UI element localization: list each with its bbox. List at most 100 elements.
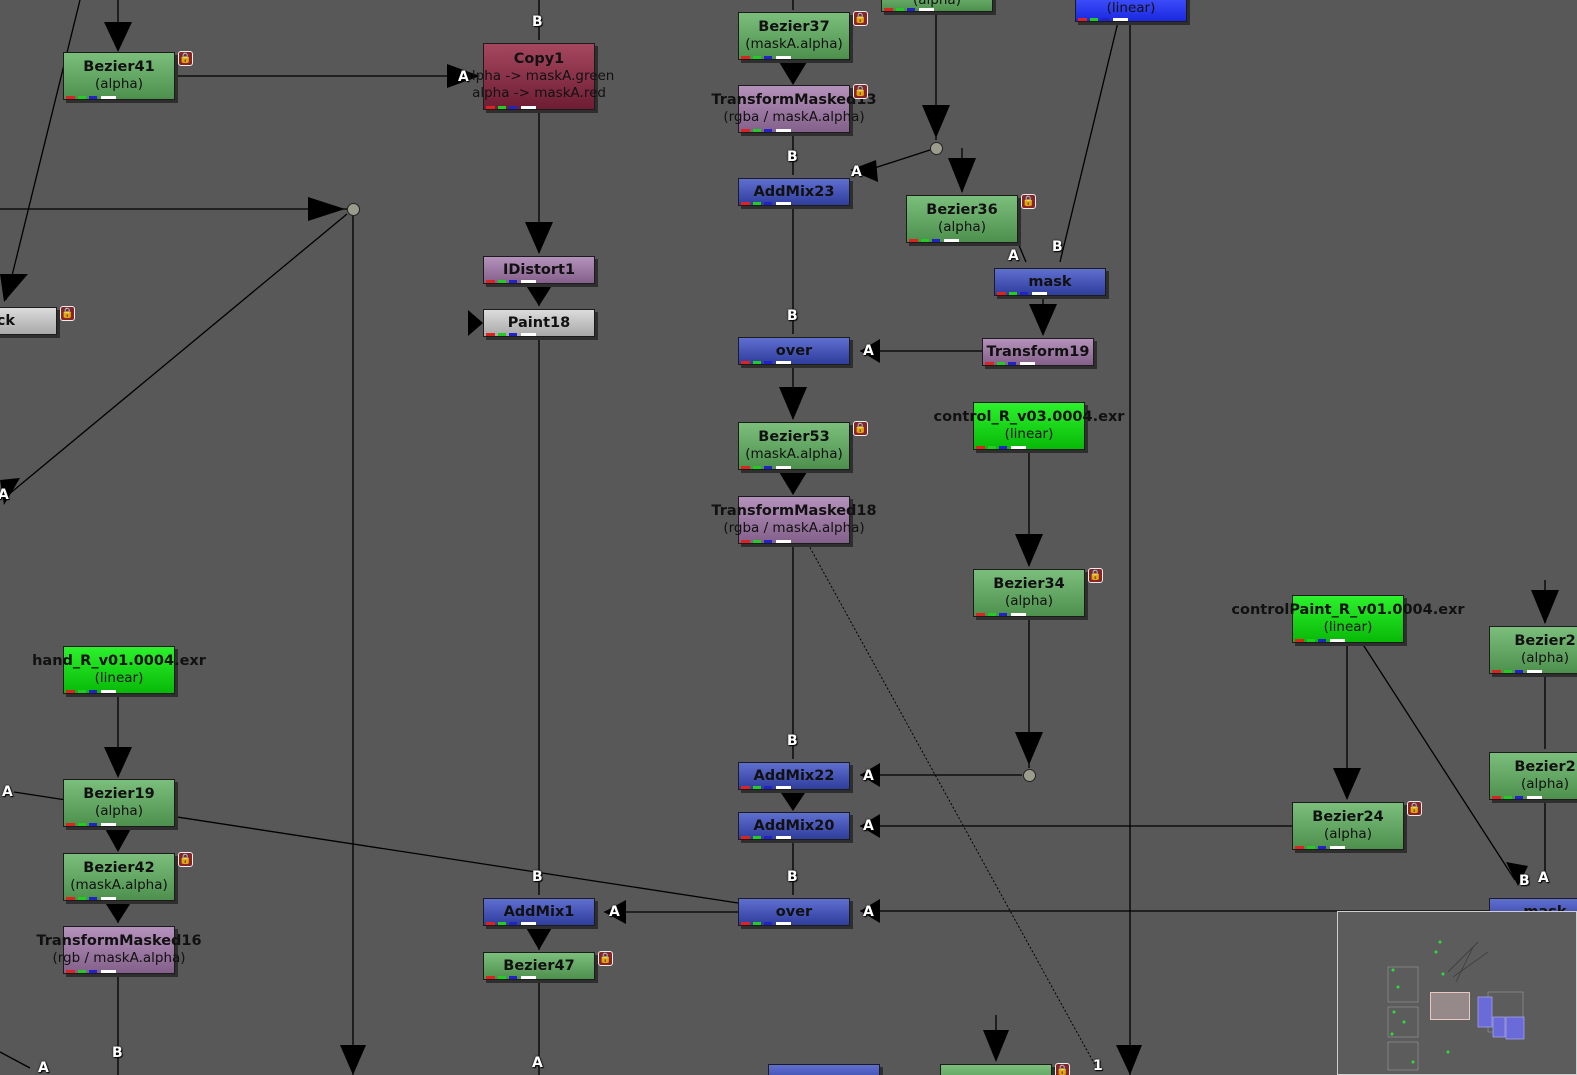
- channel-indicator: [741, 466, 791, 469]
- node-title: TransformMasked18: [711, 503, 877, 519]
- node-addmix20[interactable]: AddMix20: [738, 812, 850, 840]
- node-title: Bezier34: [993, 576, 1065, 592]
- input-label[interactable]: A: [863, 343, 874, 359]
- node-bezier53[interactable]: Bezier53(maskA.alpha): [738, 422, 850, 470]
- node-title: Bezier2: [1514, 759, 1576, 775]
- lock-icon: 🔒: [853, 421, 868, 436]
- dot-node[interactable]: [1023, 769, 1036, 782]
- input-label[interactable]: A: [863, 818, 874, 834]
- node-bottom-green[interactable]: [940, 1064, 1052, 1075]
- node-subtitle: (linear): [94, 670, 144, 686]
- node-stack-node[interactable]: ack: [0, 307, 57, 335]
- node-bezier36[interactable]: Bezier36(alpha): [906, 195, 1018, 243]
- node-subtitle: (alpha): [938, 219, 986, 235]
- input-label[interactable]: B: [532, 14, 543, 30]
- input-label[interactable]: B: [1052, 239, 1063, 255]
- minimap-viewport[interactable]: [1430, 992, 1470, 1020]
- node-bezier47[interactable]: Bezier47: [483, 952, 595, 980]
- channel-indicator: [66, 690, 116, 693]
- channel-indicator: [997, 292, 1047, 295]
- input-label[interactable]: A: [851, 164, 862, 180]
- input-label[interactable]: B: [787, 869, 798, 885]
- channel-indicator: [1492, 796, 1542, 799]
- input-label[interactable]: B: [787, 733, 798, 749]
- node-paint18[interactable]: Paint18: [483, 309, 595, 337]
- channel-indicator: [976, 446, 1026, 449]
- node-subtitle: (alpha): [95, 76, 143, 92]
- node-subtitle: (rgba / maskA.alpha): [723, 109, 865, 125]
- node-title: Bezier36: [926, 202, 998, 218]
- dot-node[interactable]: [930, 142, 943, 155]
- node-bezier-r1[interactable]: Bezier2(alpha): [1489, 626, 1577, 674]
- node-bezier24[interactable]: Bezier24(alpha): [1292, 802, 1404, 850]
- input-label[interactable]: A: [38, 1060, 49, 1075]
- node-transformmasked13[interactable]: TransformMasked13(rgba / maskA.alpha): [711, 85, 877, 133]
- node-bottom-blue[interactable]: [768, 1064, 880, 1075]
- channel-indicator: [741, 922, 791, 925]
- channel-indicator: [486, 333, 536, 336]
- channel-indicator: [486, 976, 536, 979]
- graph-minimap[interactable]: [1337, 911, 1577, 1075]
- node-title: hand_R_v01.0004.exr: [32, 653, 206, 669]
- lock-icon: 🔒: [1055, 1063, 1070, 1075]
- input-label[interactable]: B: [787, 149, 798, 165]
- input-label[interactable]: A: [532, 1055, 543, 1071]
- input-label[interactable]: B: [1519, 873, 1530, 889]
- node-title: AddMix23: [753, 183, 835, 200]
- node-transformmasked18[interactable]: TransformMasked18(rgba / maskA.alpha): [711, 496, 877, 544]
- node-addmix23[interactable]: AddMix23: [738, 178, 850, 206]
- input-label[interactable]: A: [609, 904, 620, 920]
- node-title: Bezier2: [1514, 633, 1576, 649]
- node-title: over: [775, 342, 813, 359]
- input-label[interactable]: A: [2, 784, 13, 800]
- input-label[interactable]: A: [863, 904, 874, 920]
- channel-indicator: [985, 362, 1035, 365]
- node-transform19[interactable]: Transform19: [982, 338, 1094, 366]
- node-bezier41[interactable]: Bezier41(alpha): [63, 52, 175, 100]
- node-bezier-r2[interactable]: Bezier2(alpha): [1489, 752, 1577, 800]
- input-label[interactable]: A: [1008, 248, 1019, 264]
- lock-icon: 🔒: [1088, 568, 1103, 583]
- channel-indicator: [1295, 639, 1345, 642]
- node-title: AddMix22: [753, 767, 835, 784]
- node-over-top[interactable]: over: [738, 337, 850, 365]
- node-control-read[interactable]: control_R_v03.0004.exr(linear): [934, 402, 1124, 450]
- input-label[interactable]: A: [1538, 870, 1549, 886]
- node-subtitle: (alpha): [1521, 776, 1569, 792]
- input-label[interactable]: B: [787, 308, 798, 324]
- node-transformmasked16[interactable]: TransformMasked16(rgb / maskA.alpha): [36, 926, 202, 974]
- input-label[interactable]: A: [0, 487, 9, 503]
- dot-node[interactable]: [347, 203, 360, 216]
- node-idistort1[interactable]: IDistort1: [483, 256, 595, 284]
- node-addmix22[interactable]: AddMix22: [738, 762, 850, 790]
- channel-indicator: [1492, 670, 1542, 673]
- node-top-read-linear[interactable]: (linear): [1075, 0, 1187, 22]
- channel-indicator: [741, 361, 791, 364]
- node-top-node-alpha[interactable]: (alpha): [881, 0, 993, 12]
- node-bezier37[interactable]: Bezier37(maskA.alpha): [738, 12, 850, 60]
- input-label[interactable]: B: [112, 1045, 123, 1061]
- channel-indicator: [66, 96, 116, 99]
- node-subtitle: (maskA.alpha): [70, 877, 168, 893]
- node-bezier19[interactable]: Bezier19(alpha): [63, 779, 175, 827]
- node-addmix1[interactable]: AddMix1: [483, 898, 595, 926]
- node-title: IDistort1: [502, 261, 576, 278]
- node-title: Paint18: [507, 314, 571, 331]
- node-hand-read[interactable]: hand_R_v01.0004.exr(linear): [32, 646, 206, 694]
- node-bezier34[interactable]: Bezier34(alpha): [973, 569, 1085, 617]
- node-subtitle: (maskA.alpha): [745, 446, 843, 462]
- node-title: Bezier37: [758, 19, 830, 35]
- node-over-bottom[interactable]: over: [738, 898, 850, 926]
- node-mask[interactable]: mask: [994, 268, 1106, 296]
- node-title: Bezier47: [503, 957, 575, 974]
- node-bezier42[interactable]: Bezier42(maskA.alpha): [63, 853, 175, 901]
- input-label[interactable]: B: [532, 869, 543, 885]
- node-title: Transform19: [986, 343, 1090, 360]
- input-label[interactable]: A: [863, 768, 874, 784]
- node-title: Copy1: [513, 51, 565, 67]
- node-controlpaint-read[interactable]: controlPaint_R_v01.0004.exr(linear): [1231, 595, 1465, 643]
- input-label[interactable]: A: [458, 69, 469, 85]
- input-label[interactable]: 1: [1093, 1058, 1103, 1074]
